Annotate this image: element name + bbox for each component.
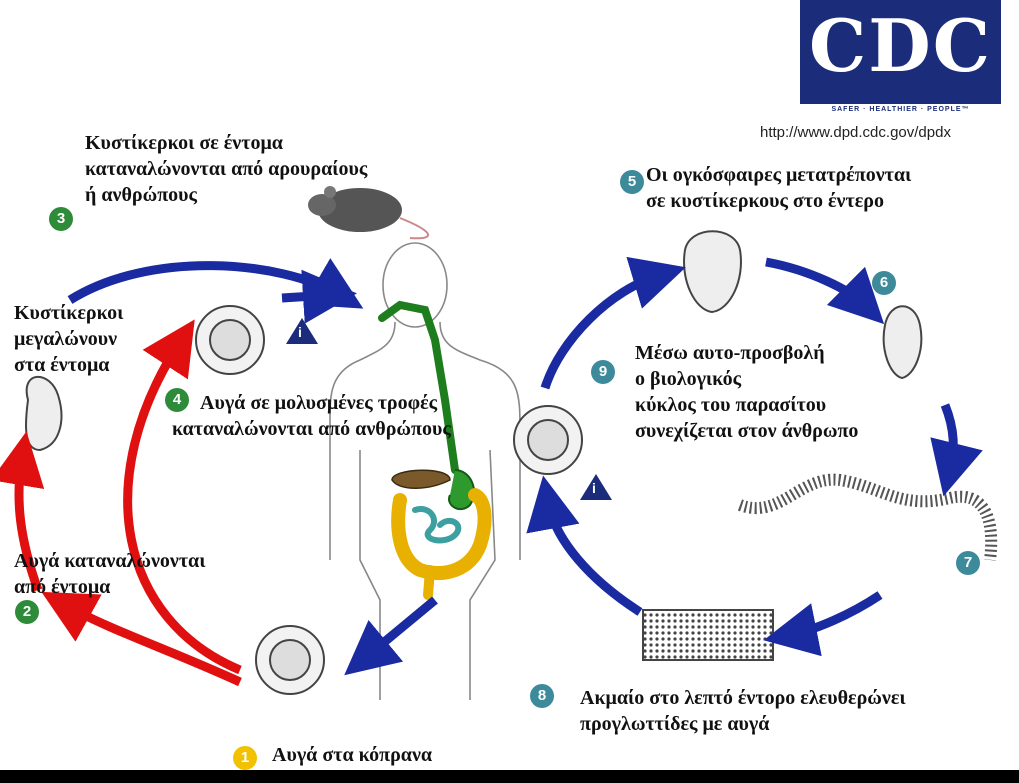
cdc-url[interactable]: http://www.dpd.cdc.gov/dpdx [760, 124, 951, 141]
info-triangle-icon[interactable]: i [580, 474, 612, 500]
adult-tapeworm [737, 473, 998, 561]
stage-badge-5: 5 [620, 170, 644, 194]
stage-badge-7: 7 [956, 551, 980, 575]
bottom-bar [0, 770, 1019, 783]
stage-badge-1: 1 [233, 746, 257, 770]
cdc-tagline: SAFER · HEALTHIER · PEOPLE™ [831, 106, 970, 113]
red-arrows [0, 319, 242, 687]
proglottids-illustration [642, 609, 774, 661]
egg-illustrations [195, 305, 583, 695]
rat-illustration [308, 186, 430, 240]
stage-badge-2: 2 [15, 600, 39, 624]
blue-arrows [67, 256, 983, 676]
stage-badge-6: 6 [872, 271, 896, 295]
stage-badge-4: 4 [165, 388, 189, 412]
cdc-logo: CDC [800, 0, 1001, 104]
stage-badge-9: 9 [591, 360, 615, 384]
stage-badge-3: 3 [49, 207, 73, 231]
cdc-logo-letters: CDC [808, 3, 993, 88]
stage-badge-8: 8 [530, 684, 554, 708]
digestive-tract [378, 300, 492, 600]
info-triangle-icon[interactable]: i [286, 318, 318, 344]
stage-label-1: Αυγά στα κόπρανα [272, 744, 433, 766]
